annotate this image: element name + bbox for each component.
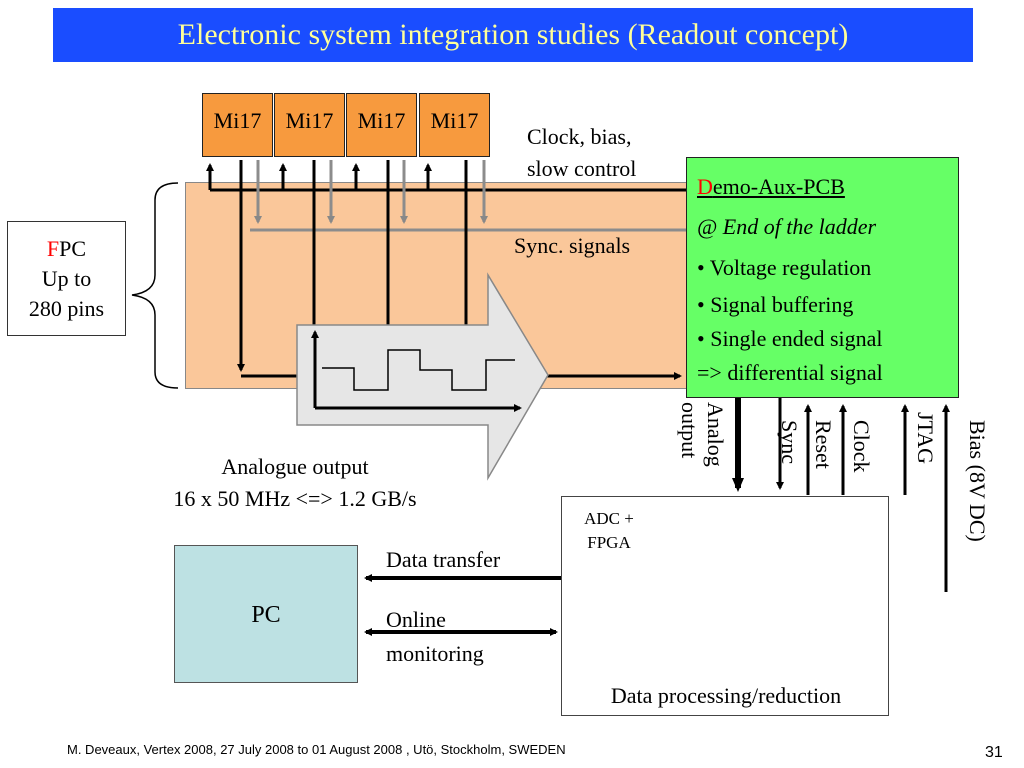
pc-box: PC bbox=[174, 545, 358, 683]
aux-signal-arrows bbox=[732, 398, 950, 592]
fpc-title: FPC bbox=[8, 234, 125, 264]
analogue-output-line1: Analogue output bbox=[221, 454, 369, 479]
aux-pcb-location-prefix: @ bbox=[697, 214, 718, 239]
sync-label: Sync bbox=[777, 420, 802, 464]
sync-signal-lines bbox=[250, 160, 686, 232]
fpc-title-rest: PC bbox=[59, 236, 87, 261]
aux-pcb-location-text: End of the ladder bbox=[722, 214, 877, 239]
aux-bullet-differential: => differential signal bbox=[697, 360, 883, 385]
aux-pcb-location: @ End of the ladder bbox=[697, 214, 876, 240]
fpc-line3: 280 pins bbox=[28, 296, 105, 321]
mi17-chip-4: Mi17 bbox=[419, 93, 490, 157]
waveform-plot bbox=[311, 330, 522, 412]
analog-label: Analog bbox=[703, 402, 728, 467]
data-processing-box: ADC + FPGA Data processing/reduction bbox=[561, 496, 889, 716]
fpc-brace bbox=[131, 182, 179, 389]
fpc-initial: F bbox=[46, 236, 60, 261]
data-processing-label: Data processing/reduction bbox=[610, 683, 842, 708]
mi17-chip-1: Mi17 bbox=[202, 93, 273, 157]
aux-pcb-initial: D bbox=[697, 174, 713, 199]
analogue-output-line2: 16 x 50 MHz <=> 1.2 GB/s bbox=[173, 486, 417, 511]
online-monitoring-line1: Online bbox=[386, 607, 446, 632]
aux-bullet-buffering: • Signal buffering bbox=[697, 292, 854, 317]
clock-bias-label: Clock, bias, slow control bbox=[527, 121, 636, 185]
clock-bias-label-line2: slow control bbox=[527, 156, 637, 181]
online-monitoring-label: Online monitoring bbox=[386, 603, 484, 671]
fpc-box: FPC Up to 280 pins bbox=[7, 221, 126, 336]
demo-aux-pcb-box: Demo-Aux-PCB @ End of the ladder • Volta… bbox=[686, 157, 959, 398]
analogue-output-label: Analogue output 16 x 50 MHz <=> 1.2 GB/s bbox=[115, 451, 475, 515]
mi17-chip-2: Mi17 bbox=[274, 93, 345, 157]
footer-citation: M. Deveaux, Vertex 2008, 27 July 2008 to… bbox=[67, 742, 566, 757]
fpc-line2: Up to bbox=[41, 266, 92, 291]
jtag-label: JTAG bbox=[913, 412, 938, 465]
title-bar: Electronic system integration studies (R… bbox=[53, 8, 973, 62]
data-transfer-label: Data transfer bbox=[386, 547, 501, 572]
aux-pcb-title: Demo-Aux-PCB bbox=[697, 174, 845, 200]
mi17-chip-3: Mi17 bbox=[346, 93, 417, 157]
big-arrow bbox=[296, 272, 549, 481]
clock-bias-bus bbox=[206, 163, 686, 192]
online-monitoring-line2: monitoring bbox=[386, 641, 484, 666]
aux-bullet-voltage: • Voltage regulation bbox=[697, 255, 872, 280]
clock-bias-label-line1: Clock, bias, bbox=[527, 124, 632, 149]
aux-bullet-single-ended: • Single ended signal bbox=[697, 326, 883, 351]
clock-label: Clock bbox=[849, 420, 874, 473]
adc-label: ADC + bbox=[584, 509, 634, 528]
page-number: 31 bbox=[985, 744, 1003, 761]
bias-label: Bias (8V DC) bbox=[965, 420, 990, 542]
adc-fpga-label: ADC + FPGA bbox=[562, 507, 656, 555]
reset-label: Reset bbox=[811, 420, 836, 469]
output-label: output bbox=[677, 402, 702, 459]
pc-link-arrows bbox=[364, 574, 562, 636]
sync-signals-label: Sync. signals bbox=[514, 233, 631, 258]
fpga-label: FPGA bbox=[587, 533, 631, 552]
aux-pcb-name: emo-Aux-PCB bbox=[712, 174, 845, 199]
slide-title: Electronic system integration studies (R… bbox=[177, 18, 849, 51]
